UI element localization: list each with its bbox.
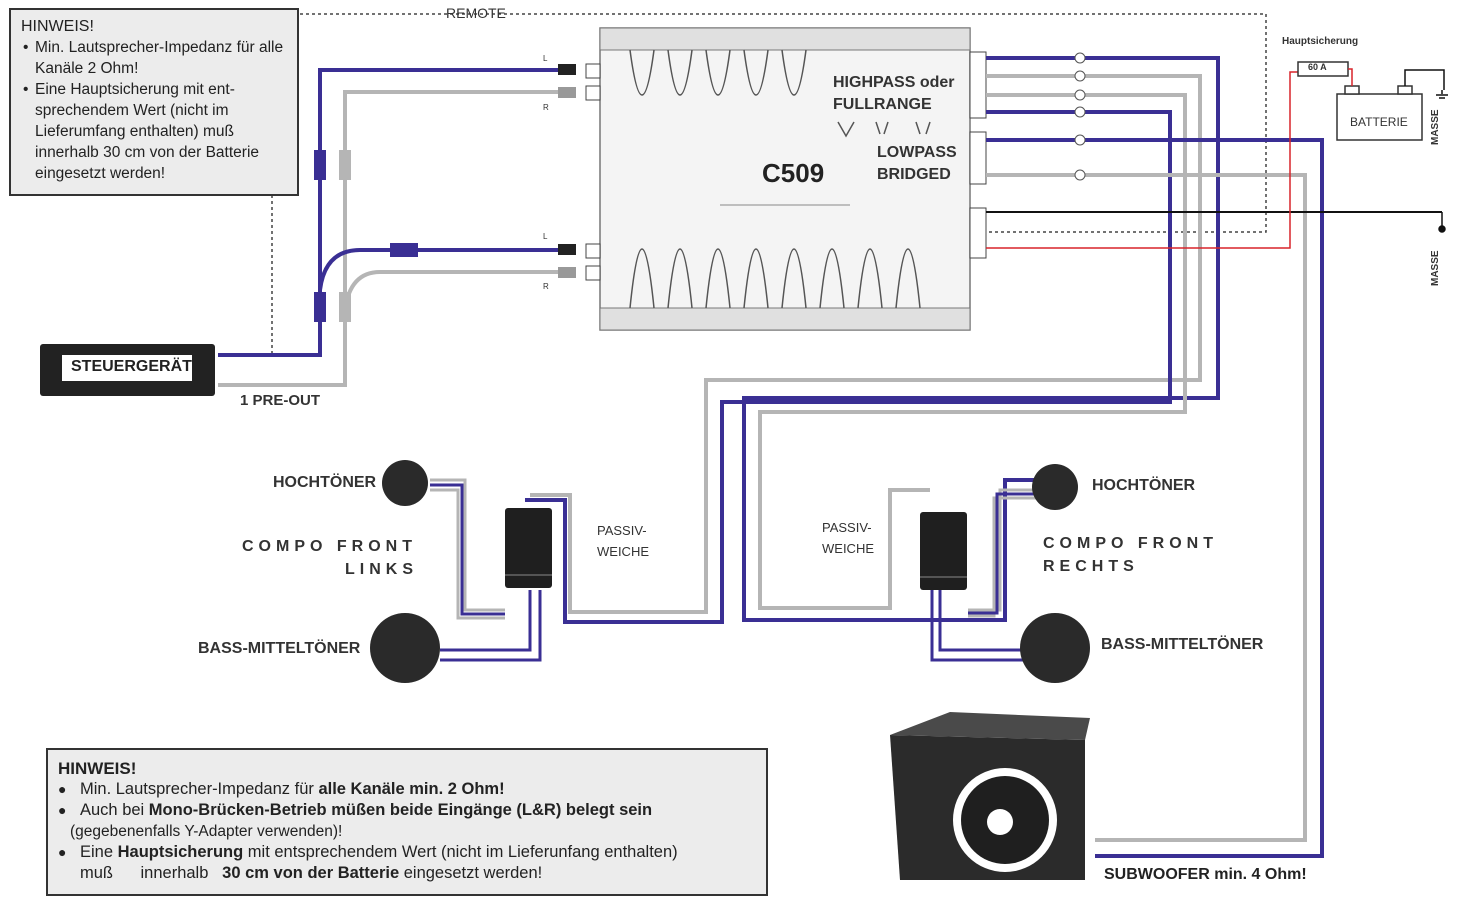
note-bottom-item-3-line2-post: eingesetzt werden!: [399, 864, 543, 882]
remote-label: REMOTE: [446, 5, 506, 21]
pre-out-label: 1 PRE-OUT: [240, 392, 321, 409]
channel-r2: R: [543, 282, 549, 291]
compo-left-line2: LINKS: [345, 561, 418, 578]
crossover-right-line2: WEICHE: [822, 541, 874, 556]
note-bottom-title: HINWEIS!: [58, 759, 137, 778]
note-bottom-item-3-line2-pre: muß innerhalb: [80, 864, 223, 882]
note-bottom-item-1: Min. Lautsprecher-Impedanz für alle Kanä…: [58, 779, 756, 800]
note-bottom-item-3-text: Eine: [80, 843, 118, 861]
note-bottom-item-1-bold: alle Kanäle min. 2 Ohm!: [318, 780, 505, 798]
head-unit-label: STEUERGERÄT: [71, 358, 192, 375]
note-bottom-item-3-bold: Hauptsicherung: [117, 843, 244, 861]
woofer-right: [1020, 613, 1090, 683]
ground-symbol: [1436, 90, 1448, 233]
subwoofer: [890, 712, 1090, 880]
crossover-right-line1: PASSIV-: [822, 520, 872, 535]
head-unit: [40, 344, 215, 396]
bridged-label: BRIDGED: [877, 166, 951, 183]
amplifier: [585, 27, 987, 331]
fullrange-label: FULLRANGE: [833, 96, 932, 113]
polarity-markers: [1074, 52, 1086, 181]
note-bottom-item-2: Auch bei Mono-Brücken-Betrieb müßen beid…: [58, 800, 756, 821]
ground-label-1: MASSE: [1430, 109, 1441, 145]
highpass-label: HIGHPASS oder: [833, 74, 955, 91]
crossover-left: [430, 478, 552, 662]
lowpass-label: LOWPASS: [877, 144, 957, 161]
note-bottom-item-3-post: mit entsprechendem Wert (nicht im Liefer…: [243, 843, 678, 861]
note-top-item-1: Min. Lautsprecher-Impedanz für alle Kanä…: [23, 37, 287, 79]
input-cables: [218, 64, 576, 387]
note-bottom-item-3: Eine Hauptsicherung mit entsprechendem W…: [58, 842, 756, 863]
note-bottom-item-2-sub: (gegebenenfalls Y-Adapter verwenden)!: [70, 823, 343, 840]
crossover-left-line2: WEICHE: [597, 544, 649, 559]
note-bottom-item-1-text: Min. Lautsprecher-Impedanz für: [80, 780, 319, 798]
note-bottom-item-2-bold: Mono-Brücken-Betrieb müßen beide Eingäng…: [148, 801, 653, 819]
battery-label: BATTERIE: [1350, 115, 1408, 129]
tweeter-left-label: HOCHTÖNER: [273, 474, 377, 491]
output-wiring: [525, 56, 1442, 858]
note-top: HINWEIS! Min. Lautsprecher-Impedanz für …: [9, 8, 299, 196]
channel-r1: R: [543, 103, 549, 112]
woofer-left-label: BASS-MITTELTÖNER: [198, 640, 361, 657]
note-bottom-item-3-line2: muß innerhalb 30 cm von der Batterie ein…: [58, 863, 756, 884]
tweeter-right: [1032, 464, 1078, 510]
compo-left-line1: COMPO FRONT: [242, 538, 417, 555]
note-top-list: Min. Lautsprecher-Impedanz für alle Kanä…: [21, 37, 287, 184]
crossover-left-line1: PASSIV-: [597, 523, 647, 538]
note-bottom: HINWEIS! Min. Lautsprecher-Impedanz für …: [46, 748, 768, 896]
woofer-left: [370, 613, 440, 683]
compo-right-line2: RECHTS: [1043, 558, 1139, 575]
tweeter-right-label: HOCHTÖNER: [1092, 477, 1196, 494]
crossover-right: [920, 488, 1040, 662]
subwoofer-label: SUBWOOFER min. 4 Ohm!: [1104, 866, 1307, 883]
ground-label-2: MASSE: [1430, 250, 1441, 286]
main-fuse-label: Hauptsicherung: [1282, 36, 1359, 47]
battery: [1297, 61, 1445, 141]
note-bottom-item-2-text: Auch bei: [80, 801, 149, 819]
compo-right-line1: COMPO FRONT: [1043, 535, 1218, 552]
channel-l2: L: [543, 232, 548, 241]
tweeter-left: [382, 460, 428, 506]
channel-l1: L: [543, 54, 548, 63]
note-bottom-item-3-line2-bold: 30 cm von der Batterie: [222, 864, 400, 882]
woofer-right-label: BASS-MITTELTÖNER: [1101, 636, 1264, 653]
fuse-value: 60 A: [1308, 62, 1327, 72]
note-top-title: HINWEIS!: [21, 18, 94, 35]
amp-model: C509: [762, 158, 825, 188]
note-top-item-2: Eine Hauptsicherung mit ent-sprechendem …: [23, 79, 287, 184]
